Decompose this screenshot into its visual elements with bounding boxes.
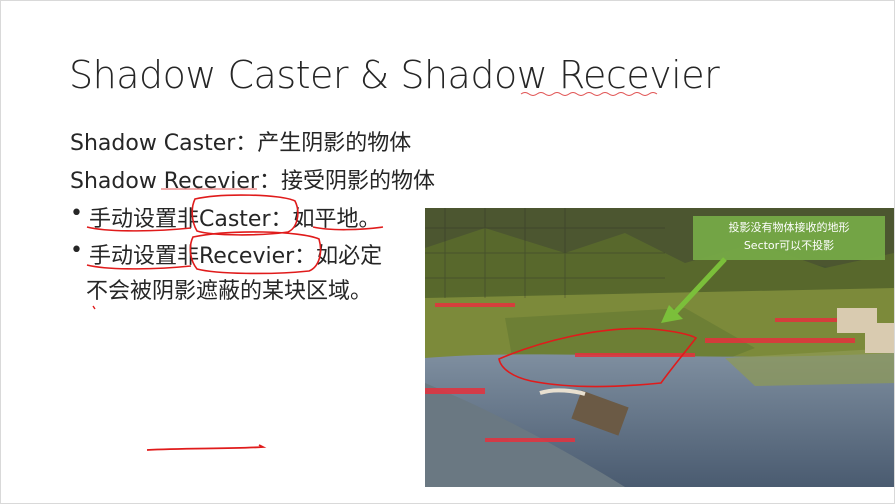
image-callout: 投影没有物体接收的地形 Sector可以不投影 — [693, 216, 885, 260]
bullet-marker: • — [70, 201, 83, 226]
slide-title: Shadow Caster & Shadow Recevier — [69, 53, 720, 97]
callout-line-2: Sector可以不投影 — [743, 239, 835, 252]
callout-line-1: 投影没有物体接收的地形 — [728, 221, 850, 234]
caster-definition: Shadow Caster：产生阴影的物体 — [70, 131, 412, 156]
bullet-marker: • — [70, 238, 83, 263]
receiver-definition: Shadow Recevier：接受阴影的物体 — [70, 169, 435, 194]
bullet-non-receiver-continued: 不会被阴影遮蔽的某块区域。 — [86, 279, 373, 304]
bullet-non-receiver: 手动设置非Recevier：如必定 — [89, 244, 383, 269]
bullet-non-caster: 手动设置非Caster：如平地。 — [89, 207, 381, 232]
